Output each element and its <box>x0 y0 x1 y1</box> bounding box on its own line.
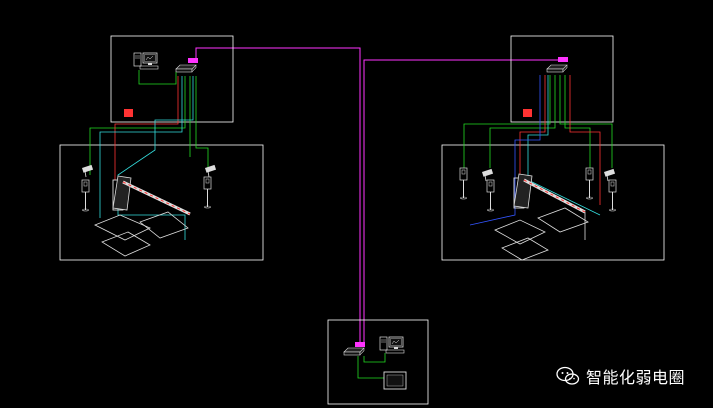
right-lane-area <box>441 75 665 261</box>
left-room-mark <box>124 109 133 117</box>
card-reader-icon <box>608 179 617 212</box>
fiber-transceiver-icon <box>558 57 568 62</box>
left-lane-area <box>59 76 264 261</box>
camera-icon <box>204 164 217 178</box>
fiber-transceiver-icon <box>188 58 198 63</box>
computer-icon <box>133 52 159 70</box>
card-reader-icon <box>486 179 495 212</box>
fiber-transceiver-icon <box>355 342 365 347</box>
barrier-gate-icon <box>494 173 589 261</box>
network-switch-icon <box>343 347 365 356</box>
network-switch-icon <box>175 64 197 73</box>
card-reader-icon <box>459 167 468 200</box>
card-reader-icon <box>585 167 594 200</box>
monitor-icon <box>383 371 407 390</box>
camera-icon <box>603 168 616 182</box>
right-room-mark <box>523 109 532 117</box>
center-monitoring-room <box>327 319 429 405</box>
card-reader-icon <box>203 176 212 209</box>
barrier-gate-icon <box>94 175 191 257</box>
network-switch-icon <box>546 64 568 73</box>
watermark-text: 智能化弱电圈 <box>586 368 686 387</box>
camera-icon <box>81 164 94 178</box>
fiber-backbone <box>195 47 564 345</box>
card-reader-icon <box>81 179 90 212</box>
computer-icon <box>379 336 405 354</box>
right-control-room <box>510 35 614 123</box>
camera-icon <box>481 168 494 182</box>
wechat-icon <box>556 366 580 385</box>
watermark: 智能化弱电圈 <box>556 364 685 388</box>
left-control-room <box>110 35 234 123</box>
